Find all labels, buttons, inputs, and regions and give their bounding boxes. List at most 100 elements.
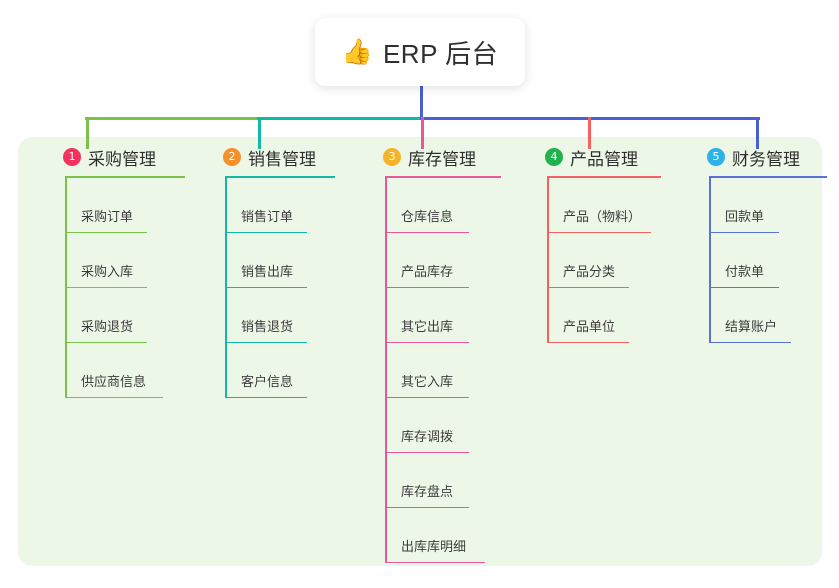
list-item-label: 供应商信息 xyxy=(81,374,147,389)
list-item-rule xyxy=(709,341,791,343)
list-item-label: 回款单 xyxy=(725,209,765,224)
column-items-2: 销售订单销售出库销售退货客户信息 xyxy=(205,178,335,398)
connector-stub-5 xyxy=(756,117,759,149)
column-spine-4 xyxy=(547,178,549,343)
column-rule-4 xyxy=(547,176,661,178)
list-item-label: 产品分类 xyxy=(563,264,616,279)
diagram-panel xyxy=(18,137,822,566)
list-item[interactable]: 结算账户 xyxy=(689,288,827,343)
column-spine-2 xyxy=(225,178,227,398)
column-spine-5 xyxy=(709,178,711,343)
column-rule-2 xyxy=(225,176,335,178)
list-item-label: 仓库信息 xyxy=(401,209,454,224)
list-item[interactable]: 采购订单 xyxy=(45,178,185,233)
column-badge-1: 1 xyxy=(63,148,81,166)
list-item[interactable]: 采购入库 xyxy=(45,233,185,288)
connector-stub-3 xyxy=(421,117,424,149)
list-item-label: 结算账户 xyxy=(725,319,778,334)
list-item-label: 其它入库 xyxy=(401,374,454,389)
list-item[interactable]: 其它出库 xyxy=(365,288,501,343)
list-item-rule xyxy=(225,286,307,288)
list-item-label: 付款单 xyxy=(725,264,765,279)
column-items-1: 采购订单采购入库采购退货供应商信息 xyxy=(45,178,185,398)
list-item-label: 产品（物料） xyxy=(563,209,642,224)
column-title-4: 产品管理 xyxy=(570,149,638,169)
column-1: 1 采购管理采购订单采购入库采购退货供应商信息 xyxy=(45,144,185,398)
root-node[interactable]: 👍 ERP 后台 xyxy=(315,18,525,86)
list-item-rule xyxy=(385,561,485,563)
list-item-rule xyxy=(65,286,147,288)
connector-root-stem xyxy=(420,86,423,120)
column-title-1: 采购管理 xyxy=(88,149,156,169)
list-item[interactable]: 客户信息 xyxy=(205,343,335,398)
list-item[interactable]: 库存盘点 xyxy=(365,453,501,508)
list-item-label: 产品单位 xyxy=(563,319,616,334)
list-item[interactable]: 采购退货 xyxy=(45,288,185,343)
column-header-3[interactable]: 3 库存管理 xyxy=(365,144,501,170)
list-item-label: 库存盘点 xyxy=(401,484,454,499)
list-item-label: 销售出库 xyxy=(241,264,294,279)
connector-stub-1 xyxy=(86,117,89,149)
list-item[interactable]: 产品（物料） xyxy=(527,178,661,233)
list-item-label: 库存调拨 xyxy=(401,429,454,444)
column-badge-2: 2 xyxy=(223,148,241,166)
column-title-5: 财务管理 xyxy=(732,149,800,169)
column-2: 2 销售管理销售订单销售出库销售退货客户信息 xyxy=(205,144,335,398)
list-item-label: 销售订单 xyxy=(241,209,294,224)
list-item[interactable]: 库存调拨 xyxy=(365,398,501,453)
list-item-rule xyxy=(225,396,307,398)
column-header-4[interactable]: 4 产品管理 xyxy=(527,144,661,170)
list-item-rule xyxy=(65,341,147,343)
list-item-label: 客户信息 xyxy=(241,374,294,389)
column-title-2: 销售管理 xyxy=(248,149,316,169)
list-item[interactable]: 销售订单 xyxy=(205,178,335,233)
list-item[interactable]: 供应商信息 xyxy=(45,343,185,398)
list-item-label: 其它出库 xyxy=(401,319,454,334)
column-items-4: 产品（物料） 产品分类产品单位 xyxy=(527,178,661,343)
thumbs-up-icon: 👍 xyxy=(341,37,373,66)
column-badge-3: 3 xyxy=(383,148,401,166)
list-item-rule xyxy=(385,341,469,343)
column-rule-1 xyxy=(65,176,185,178)
column-rule-3 xyxy=(385,176,501,178)
column-header-2[interactable]: 2 销售管理 xyxy=(205,144,335,170)
list-item[interactable]: 仓库信息 xyxy=(365,178,501,233)
list-item-rule xyxy=(547,286,629,288)
list-item-label: 销售退货 xyxy=(241,319,294,334)
list-item[interactable]: 回款单 xyxy=(689,178,827,233)
column-rule-5 xyxy=(709,176,827,178)
column-items-5: 回款单付款单结算账户 xyxy=(689,178,827,343)
list-item[interactable]: 其它入库 xyxy=(365,343,501,398)
list-item[interactable]: 销售退货 xyxy=(205,288,335,343)
list-item-rule xyxy=(547,231,651,233)
column-items-3: 仓库信息产品库存其它出库其它入库库存调拨库存盘点出库库明细 xyxy=(365,178,501,563)
connector-bus-segment-2 xyxy=(257,117,423,120)
list-item-rule xyxy=(65,396,163,398)
column-header-1[interactable]: 1 采购管理 xyxy=(45,144,185,170)
list-item-rule xyxy=(225,231,307,233)
column-4: 4 产品管理产品（物料） 产品分类产品单位 xyxy=(527,144,661,343)
list-item-label: 采购退货 xyxy=(81,319,134,334)
connector-stub-2 xyxy=(258,117,261,149)
column-3: 3 库存管理仓库信息产品库存其它出库其它入库库存调拨库存盘点出库库明细 xyxy=(365,144,501,563)
list-item[interactable]: 产品库存 xyxy=(365,233,501,288)
list-item[interactable]: 付款单 xyxy=(689,233,827,288)
column-title-3: 库存管理 xyxy=(408,149,476,169)
list-item-rule xyxy=(709,286,779,288)
list-item[interactable]: 出库库明细 xyxy=(365,508,501,563)
list-item-rule xyxy=(385,506,469,508)
root-node-title: ERP 后台 xyxy=(382,38,499,69)
list-item-rule xyxy=(225,341,307,343)
list-item[interactable]: 产品分类 xyxy=(527,233,661,288)
list-item-rule xyxy=(65,231,147,233)
list-item-rule xyxy=(709,231,779,233)
list-item[interactable]: 产品单位 xyxy=(527,288,661,343)
column-spine-1 xyxy=(65,178,67,398)
list-item-label: 采购入库 xyxy=(81,264,134,279)
connector-bus-segment-1 xyxy=(85,117,260,120)
connector-stub-4 xyxy=(588,117,591,149)
list-item[interactable]: 销售出库 xyxy=(205,233,335,288)
column-badge-4: 4 xyxy=(545,148,563,166)
